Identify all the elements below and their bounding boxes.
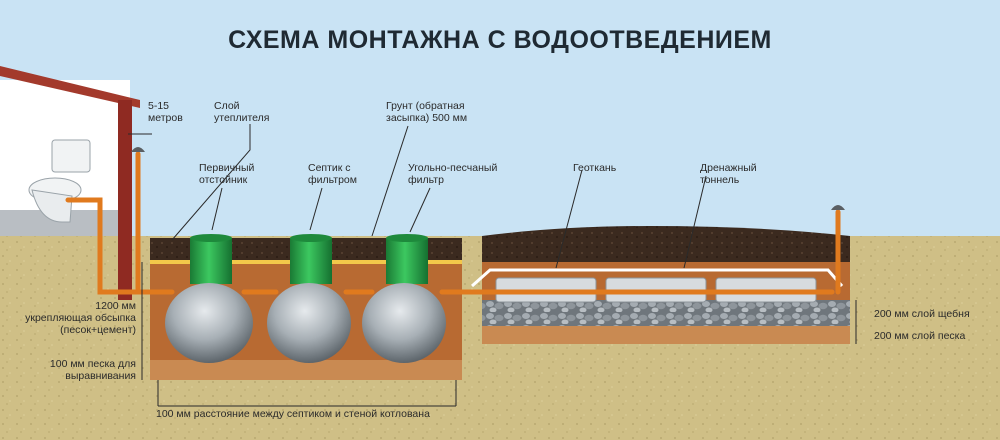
- label-tank-gap: 100 мм расстояние между септиком и стено…: [156, 408, 430, 420]
- tank-body: [267, 283, 351, 363]
- label-distance: 5-15 метров: [148, 100, 183, 124]
- label-primary-tank: Первичный отстойник: [199, 162, 255, 186]
- sand-bed: [482, 326, 850, 344]
- label-septic-filter: Септик с фильтром: [308, 162, 357, 186]
- geotextile-line: [471, 268, 844, 288]
- tank-neck: [290, 238, 332, 284]
- tank-carbon-filter: [362, 234, 446, 363]
- tank-neck: [386, 238, 428, 284]
- house-wall: [118, 100, 132, 300]
- tank-septic-filter: [267, 234, 351, 363]
- vent-cap-icon: [831, 205, 845, 210]
- house-roof: [0, 66, 140, 108]
- tank-neck: [190, 238, 232, 284]
- drain-soil-mound: [482, 226, 850, 262]
- vent-cap-icon: [131, 147, 145, 152]
- label-reinforcement: 1200 мм укрепляющая обсыпка (песок+цемен…: [25, 300, 136, 336]
- label-sand-layer: 200 мм слой песка: [874, 330, 966, 342]
- tank-primary: [165, 234, 253, 363]
- page-title: СХЕМА МОНТАЖНА С ВОДООТВЕДЕНИЕМ: [228, 26, 772, 54]
- leader-lines: [128, 124, 857, 407]
- leveling-sand-base: [150, 360, 462, 380]
- tank-body: [165, 283, 253, 363]
- toilet-icon: [28, 139, 91, 223]
- label-gravel-layer: 200 мм слой щебня: [874, 308, 970, 320]
- label-carbon-filter: Угольно-песчаный фильтр: [408, 162, 498, 186]
- pipes: [65, 151, 841, 295]
- label-drain-tunnel: Дренажный тоннель: [700, 162, 757, 186]
- label-leveling-sand: 100 мм песка для выравнивания: [49, 358, 136, 382]
- tank-body: [362, 283, 446, 363]
- gravel-bed: [482, 300, 850, 326]
- label-backfill: Грунт (обратная засыпка) 500 мм: [386, 100, 468, 124]
- label-insulation: Слой утеплителя: [214, 100, 270, 124]
- label-geotextile: Геоткань: [573, 162, 617, 174]
